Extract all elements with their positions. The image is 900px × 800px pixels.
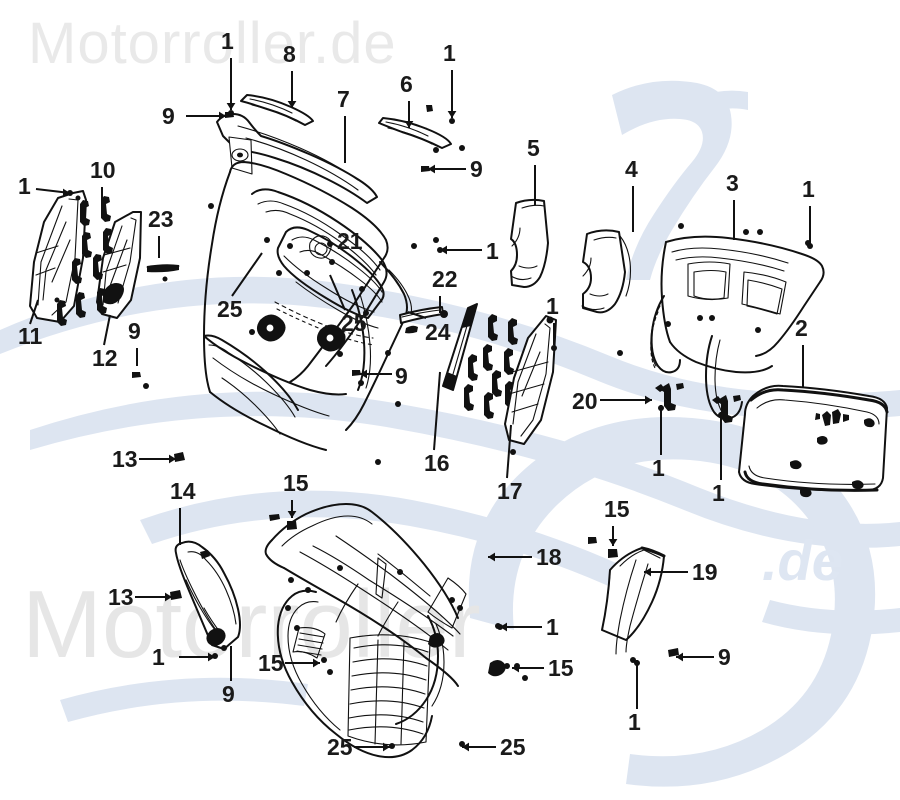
part-5-small-cover — [510, 198, 549, 288]
callout-number-13: 13 — [108, 584, 134, 610]
part-14-left-lower-trim — [174, 540, 241, 651]
callout-number-1: 1 — [802, 176, 815, 202]
callout-number-1: 1 — [546, 293, 559, 319]
callout-number-1: 1 — [486, 238, 499, 264]
callout-number-9: 9 — [162, 103, 175, 129]
callout-number-1: 1 — [712, 480, 725, 506]
callout-number-20: 20 — [572, 388, 598, 414]
part-6-upper-trim-right — [378, 105, 465, 153]
callout-number-16: 16 — [424, 450, 450, 476]
callout-number-1: 1 — [18, 173, 31, 199]
callout-number-9: 9 — [395, 363, 408, 389]
part-8-upper-trim-left — [240, 94, 314, 126]
callout-number-25: 25 — [327, 734, 353, 760]
callout-number-18: 18 — [536, 544, 562, 570]
part-7-21-front-leg-shield — [203, 113, 439, 465]
callout-number-25: 25 — [217, 296, 243, 322]
part-23-trim-strip — [146, 264, 180, 282]
callout-number-10: 10 — [90, 157, 116, 183]
callout-number-14: 14 — [170, 478, 196, 504]
callout-number-7: 7 — [337, 86, 350, 112]
callout-number-15: 15 — [283, 470, 309, 496]
callout-number-1: 1 — [628, 709, 641, 735]
callout-number-22: 22 — [432, 266, 458, 292]
callout-number-19: 19 — [692, 559, 718, 585]
callout-number-25: 25 — [341, 310, 367, 336]
callout-number-1: 1 — [221, 28, 234, 54]
callout-number-15: 15 — [258, 650, 284, 676]
callout-number-25: 25 — [500, 734, 526, 760]
part-19-right-lower-cover — [588, 537, 679, 663]
callout-number-3: 3 — [726, 170, 739, 196]
callout-number-23: 23 — [148, 206, 174, 232]
callout-number-6: 6 — [400, 71, 413, 97]
callout-number-12: 12 — [92, 345, 118, 371]
part-2-storage-lid — [738, 384, 889, 498]
callout-number-24: 24 — [425, 319, 451, 345]
callout-number-1: 1 — [546, 614, 559, 640]
callout-number-9: 9 — [718, 644, 731, 670]
callout-number-9: 9 — [470, 156, 483, 182]
callout-number-15: 15 — [604, 496, 630, 522]
callout-number-8: 8 — [283, 41, 296, 67]
part-12-left-step-pad — [96, 211, 142, 319]
callout-number-4: 4 — [625, 156, 638, 182]
callout-number-11: 11 — [18, 323, 43, 349]
callout-number-21: 21 — [337, 228, 363, 254]
callout-number-17: 17 — [497, 478, 523, 504]
callout-number-15: 15 — [548, 655, 574, 681]
callout-number-13: 13 — [112, 446, 138, 472]
callout-number-9: 9 — [222, 681, 235, 707]
callout-number-1: 1 — [152, 644, 165, 670]
callout-number-9: 9 — [128, 318, 141, 344]
callout-number-2: 2 — [795, 315, 808, 341]
part-18-front-fender — [264, 503, 510, 759]
callout-number-5: 5 — [527, 135, 540, 161]
part-4-small-cover — [581, 229, 632, 314]
callout-number-1: 1 — [443, 40, 456, 66]
part-20-clip-pair — [655, 383, 741, 423]
callout-number-1: 1 — [652, 455, 665, 481]
